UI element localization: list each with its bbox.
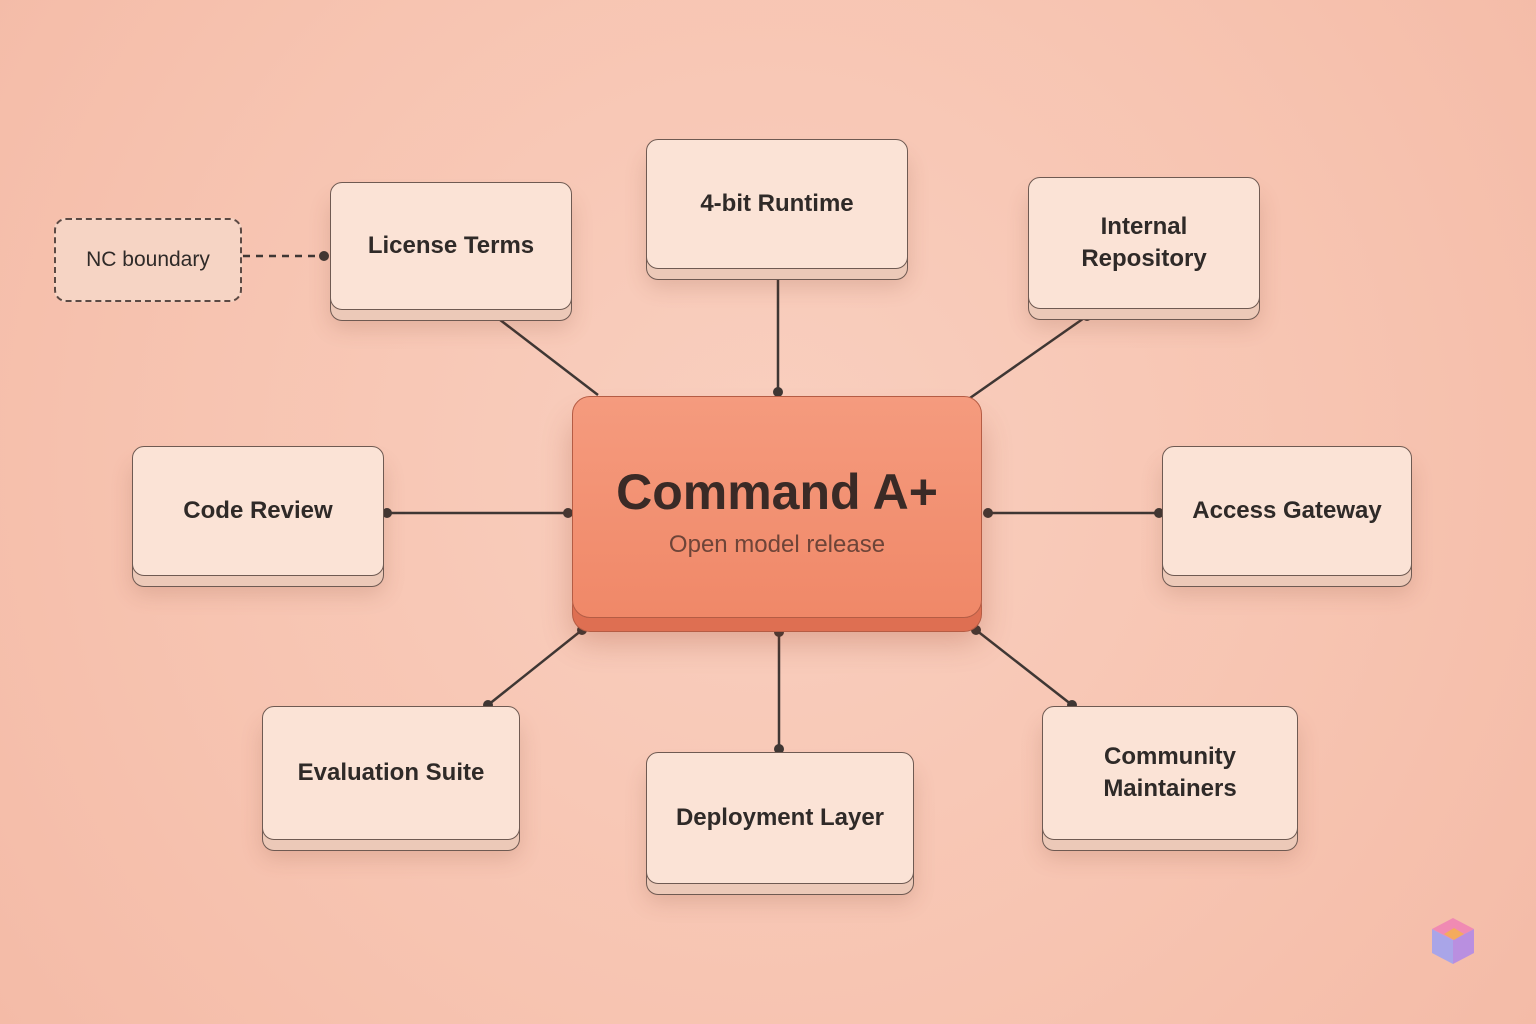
node-4-bit-runtime: 4-bit Runtime (646, 139, 908, 269)
connector-dot (382, 508, 392, 518)
connector-dot (1082, 311, 1092, 321)
hub-node: Command A+ Open model release (572, 396, 982, 618)
connector-license-terms (494, 315, 599, 396)
cube-logo-icon (1432, 918, 1474, 964)
connector-dot (490, 311, 500, 321)
connector-dot (971, 625, 981, 635)
connector-dot (773, 387, 783, 397)
connector-dot (983, 508, 993, 518)
node-internal-repository: Internal Repository (1028, 177, 1260, 309)
connector-dot (1154, 508, 1164, 518)
node-evaluation-suite: Evaluation Suite (262, 706, 520, 840)
hub-subtitle: Open model release (668, 531, 886, 558)
hub-title: Command A+ (616, 464, 938, 520)
node-access-gateway: Access Gateway (1162, 446, 1412, 576)
nc-boundary-box: NC boundary (54, 218, 242, 302)
node-community-maintainers: Community Maintainers (1042, 706, 1298, 840)
connector-dot (774, 627, 784, 637)
connector-evaluation-suite (487, 629, 583, 706)
node-license-terms: License Terms (330, 182, 572, 310)
connector-dot (577, 625, 587, 635)
node-code-review: Code Review (132, 446, 384, 576)
connector-community-maintainers (975, 629, 1073, 706)
connector-dot (563, 508, 573, 518)
connector-internal-repository (969, 314, 1088, 400)
connector-dot (774, 744, 784, 754)
node-deployment-layer: Deployment Layer (646, 752, 914, 884)
connector-dot (319, 251, 329, 261)
